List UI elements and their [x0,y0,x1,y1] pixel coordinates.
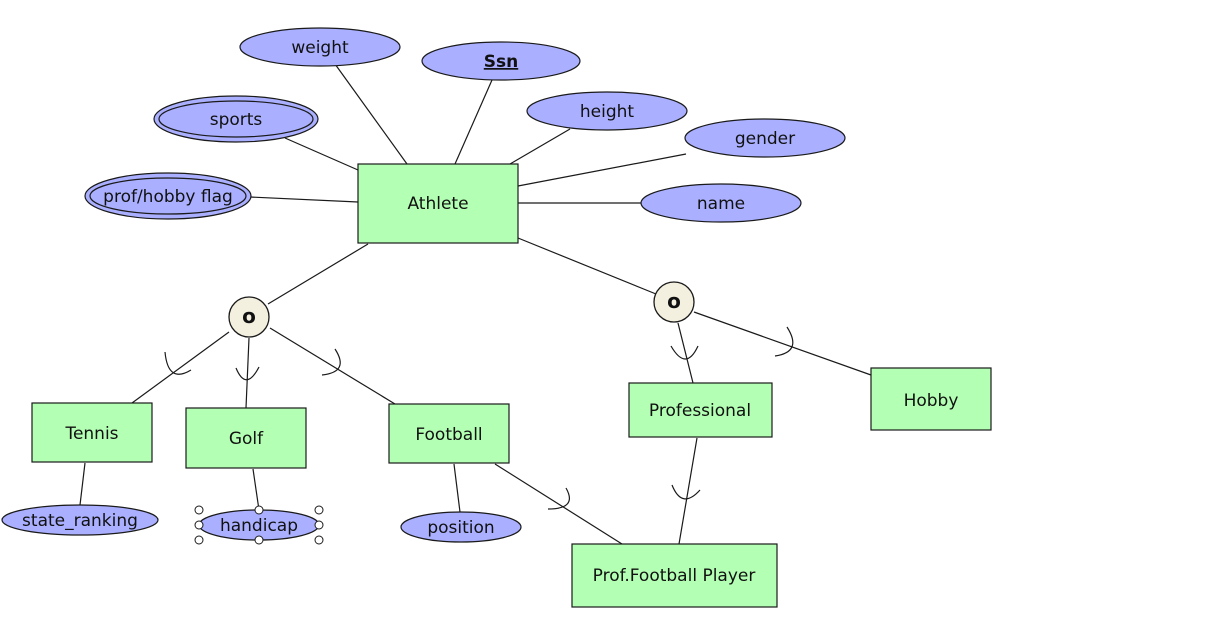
entity-tennis-label: Tennis [64,424,118,444]
resize-handle[interactable] [194,535,204,545]
resize-handle[interactable] [254,505,264,515]
attr-ssn-label: Ssn [484,52,518,72]
resize-handle[interactable] [314,520,324,530]
athlete-to-career-spec [517,237,657,295]
spec-to-football [269,327,396,405]
attr-state-ranking: state_ranking [1,504,159,536]
attr-height-label: height [580,102,635,122]
height-link [509,128,571,165]
football-subset-arc [321,348,341,376]
entity-prof-football-player-label: Prof.Football Player [593,566,756,586]
attr-gender-label: gender [735,129,795,149]
resize-handle[interactable] [194,505,204,515]
attr-prof-hobby-flag-label: prof/hobby flag [103,187,233,207]
attr-prof-hobby-flag-multivalued: prof/hobby flag [84,172,252,220]
specialization-career-type: o [653,281,695,323]
attr-weight-label: weight [291,38,349,58]
attr-sports-label: sports [210,110,263,130]
spec-to-hobby [693,311,872,376]
ssn-link [454,79,493,165]
professional-subset-arc [670,345,699,360]
entity-tennis: Tennis [31,402,153,463]
spec-to-professional [677,322,694,384]
football-player-subset-arc [547,487,570,510]
resize-handle[interactable] [314,505,324,515]
football-to-position [453,463,461,513]
specialization-sport-type: o [228,296,270,338]
entity-hobby: Hobby [870,367,992,431]
resize-handle[interactable] [194,520,204,530]
gender-link [517,153,687,187]
entity-hobby-label: Hobby [904,391,959,411]
attr-gender: gender [684,118,846,158]
entity-prof-football-player: Prof.Football Player [571,543,778,608]
attr-sports-multivalued: sports [153,95,319,143]
sports-link [284,137,359,171]
entity-golf: Golf [185,407,307,469]
entity-professional-label: Professional [649,401,751,421]
attr-name: name [640,183,802,223]
athlete-to-sport-spec [267,243,369,305]
professional-player-subset-arc [671,484,701,500]
attr-height: height [526,91,688,131]
connectors [79,63,872,545]
entity-football-label: Football [415,425,482,445]
entity-athlete-label: Athlete [407,194,468,214]
attr-position-label: position [427,518,494,538]
spec-to-golf [245,337,250,409]
attr-handicap[interactable]: handicap [194,505,324,545]
entity-athlete: Athlete [357,163,519,244]
specialization-career-type-label: o [667,289,681,313]
professional-to-prof-football-player [678,437,698,545]
entity-football: Football [388,403,510,464]
subset-arcs [164,326,794,510]
entity-golf-label: Golf [229,429,264,449]
weight-link [334,63,408,165]
attr-ssn: Ssn [421,41,581,81]
attr-name-label: name [697,194,745,214]
resize-handle[interactable] [314,535,324,545]
attr-state-ranking-label: state_ranking [22,511,138,531]
entity-professional: Professional [628,382,773,438]
spec-to-tennis [131,331,230,404]
hobby-subset-arc [774,326,794,357]
attr-weight: weight [239,27,401,67]
prof-hobby-flag-link [249,196,359,203]
specialization-sport-type-label: o [242,304,256,328]
football-to-prof-football-player [494,463,623,545]
resize-handle[interactable] [254,535,264,545]
golf-subset-arc [235,366,260,381]
attr-position: position [400,511,522,543]
golf-to-handicap [252,468,260,511]
tennis-to-state-ranking [79,462,86,506]
tennis-subset-arc [164,351,192,375]
attr-handicap-label: handicap [220,516,298,536]
